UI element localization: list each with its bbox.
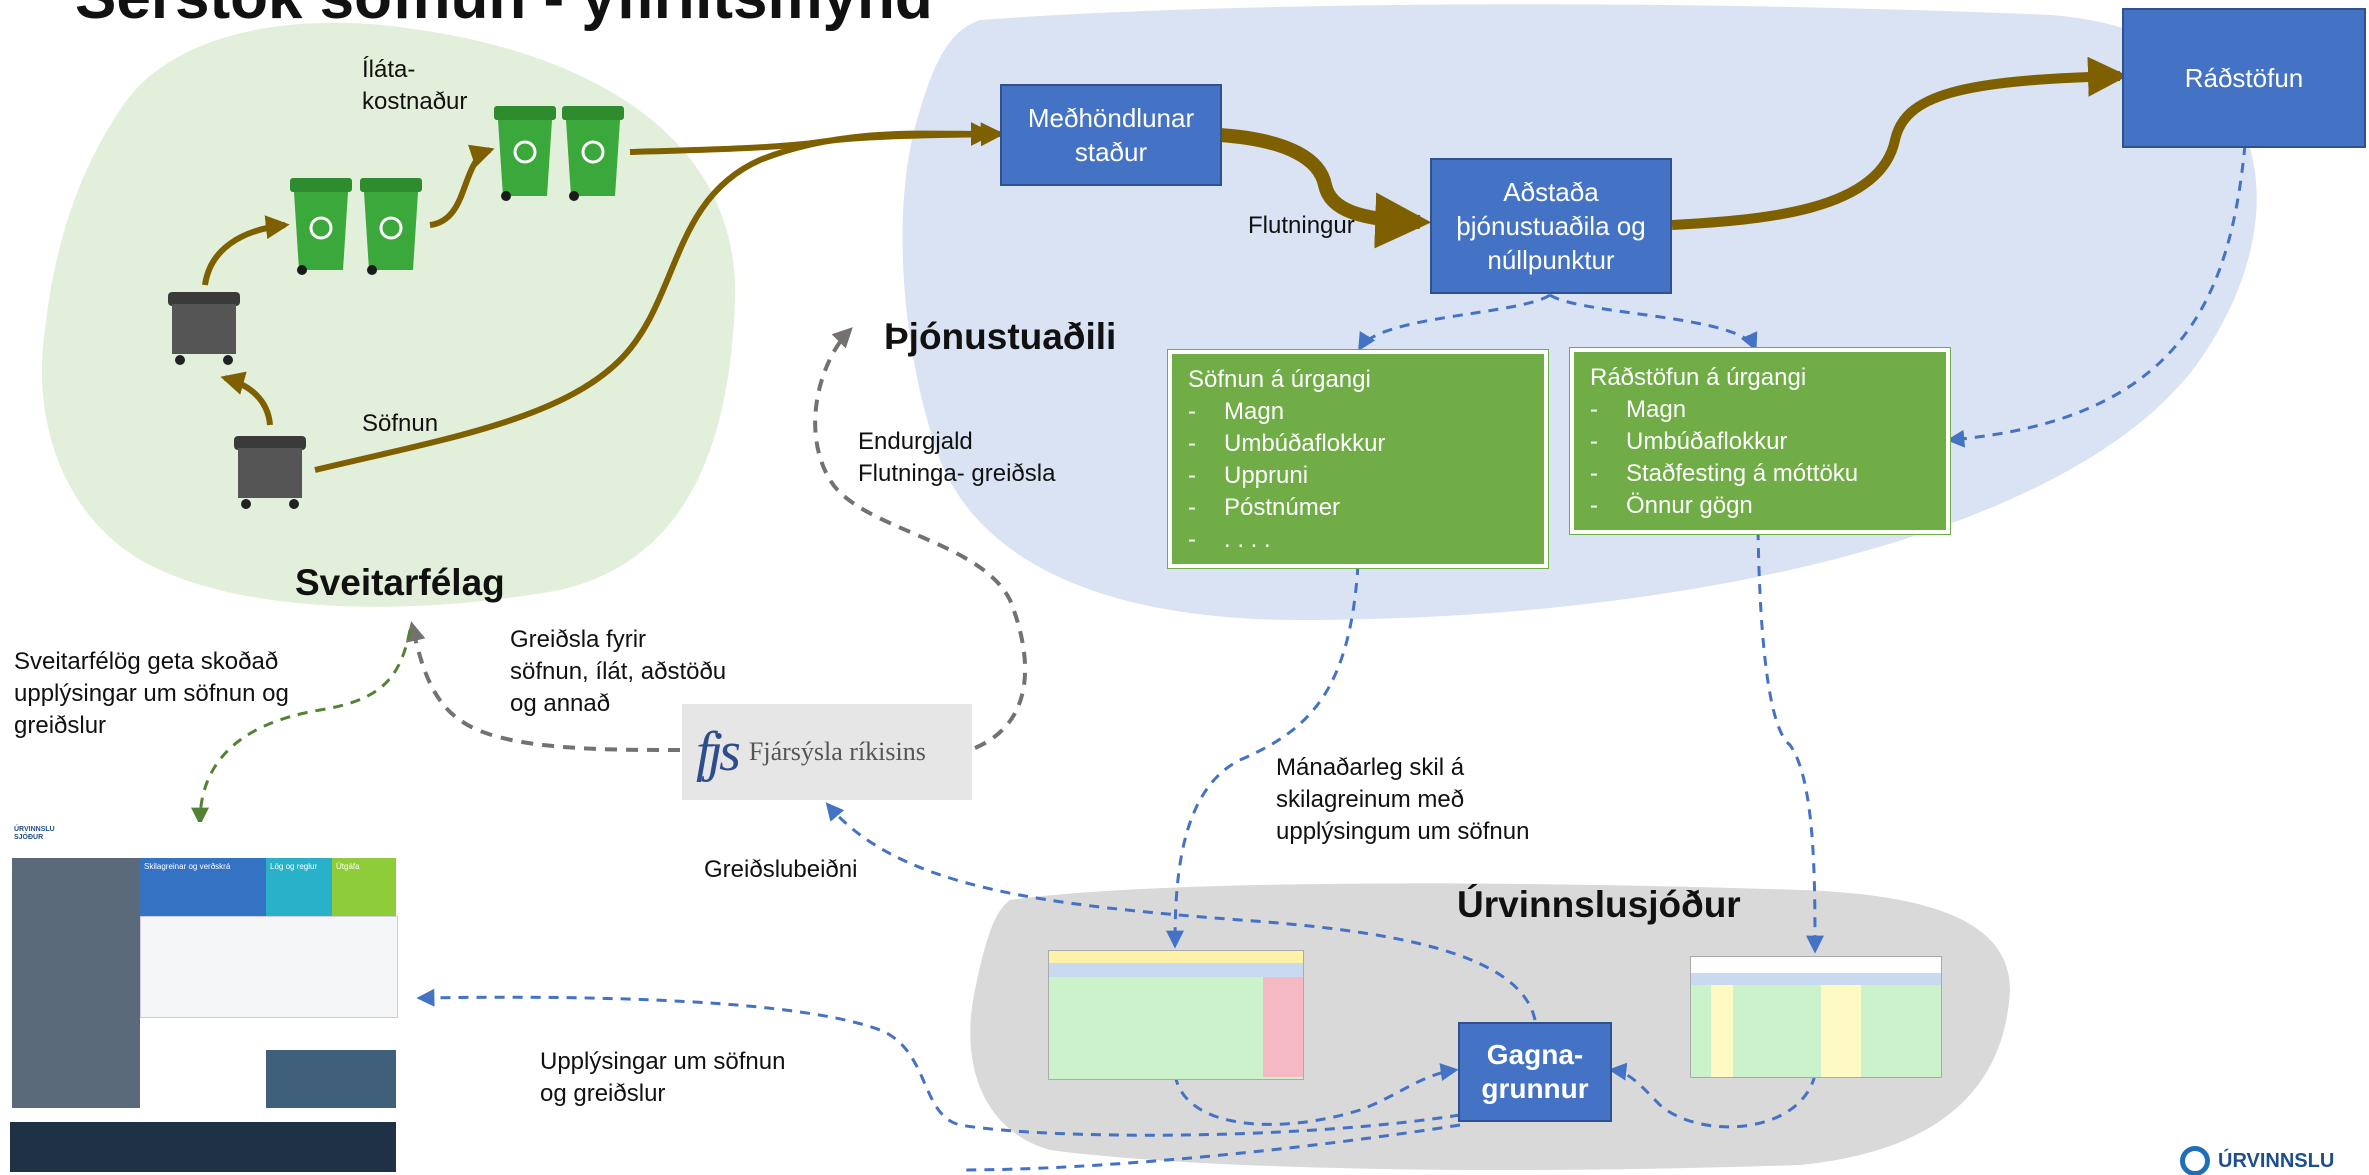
label-reimbursement: Endurgjald Flutninga- greiðsla: [858, 428, 1056, 487]
sheet-highlight-column: [1263, 977, 1303, 1077]
tile-label: Skilagreinar og verðskrá: [144, 862, 231, 871]
dashed-db-to-website: [416, 988, 1461, 1137]
page-title: Sérstök söfnun - yfirlitsmynd: [75, 0, 933, 33]
dashed-fjs-to-municipality: [405, 621, 681, 752]
disposal-list-item: Magn: [1590, 394, 1930, 426]
box-database: Gagna- grunnur: [1458, 1022, 1612, 1122]
dashed-municipality-to-website: [191, 629, 412, 826]
disposal-list-item: Önnur gögn: [1590, 490, 1930, 522]
recycle-bin-icon: [290, 178, 422, 275]
website-header: ÚRVINNSLU SJÓÐUR: [10, 822, 396, 858]
label-collection: Söfnun: [362, 410, 439, 437]
arrow-small-container: [220, 371, 273, 426]
report-spreadsheet-thumbnail: [1048, 950, 1304, 1080]
dashed-website-bottom: [959, 1123, 1461, 1172]
dashed-facility-to-collection: [1358, 293, 1551, 352]
sheet-header-row: [1691, 957, 1941, 973]
website-table: [140, 916, 398, 1018]
sheet-yellow-column: [1821, 985, 1861, 1077]
arrow-container-1-2: [202, 215, 290, 286]
arrow-collection-to-treatment: [314, 121, 995, 473]
label-municipalities-view: Sveitarfélög geta skoðað upplýsingar um …: [14, 648, 289, 739]
arrow-container-2-3: [429, 144, 495, 228]
waste-container-icon: [168, 292, 240, 365]
recycle-bin-icon: [494, 106, 624, 201]
sheet-header-row: [1049, 951, 1303, 963]
dashed-db-to-fjs: [825, 802, 1537, 1021]
disposal-list-box: Ráðstöfun á úrgangi MagnUmbúðaflokkurSta…: [1570, 348, 1950, 534]
label-monthly-returns: Mánaðarleg skil á skilagreinum með upplý…: [1276, 754, 1530, 845]
municipality-region: [41, 22, 736, 607]
corner-logo-mark: [2180, 1146, 2210, 1175]
label-container-cost: Íláta- kostnaður: [362, 56, 468, 115]
tile-label: Útgáfa: [336, 862, 360, 871]
website-hero-image: [12, 858, 140, 1108]
dashed-collection-to-sheet: [1166, 564, 1360, 949]
label-info: Upplýsingar um söfnun og greiðslur: [540, 1048, 786, 1107]
label-payment-for: Greiðsla fyrir söfnun, ílát, aðstöðu og …: [510, 626, 727, 717]
dashed-fjs-to-service-provider: [813, 327, 1028, 750]
collection-list-item: Umbúðaflokkur: [1188, 428, 1528, 460]
box-facility: Aðstaða þjónustuaðila og núllpunktur: [1430, 158, 1672, 294]
label-municipality: Sveitarfélag: [295, 562, 505, 603]
disposal-list-item: Staðfesting á móttöku: [1590, 458, 1930, 490]
sheet-column-headers: [1049, 963, 1303, 977]
corner-logo-text: ÚRVINNSLU: [2218, 1150, 2335, 1172]
disposal-spreadsheet-thumbnail: [1690, 956, 1942, 1078]
collection-list-box: Söfnun á úrgangi MagnUmbúðaflokkurUpprun…: [1168, 350, 1548, 568]
collection-list-item: Uppruni: [1188, 460, 1528, 492]
dashed-disposal-to-sheet: [1756, 529, 1824, 954]
website-tile-forms[interactable]: Skilagreinar og verðskrá: [140, 858, 266, 916]
sheet-yellow-column: [1711, 985, 1733, 1077]
arrow-facility-to-disposal: [1671, 56, 2128, 230]
collection-list-item: Magn: [1188, 396, 1528, 428]
waste-container-icon: [234, 436, 306, 509]
website-tile-laws[interactable]: Lög og reglur: [266, 858, 332, 916]
dashed-sheet2-to-db: [1608, 1062, 1817, 1129]
label-service-provider: Þjónustuaðili: [884, 316, 1117, 357]
collection-list-item: Póstnúmer: [1188, 492, 1528, 524]
dashed-facility-to-disposal: [1549, 293, 1758, 352]
disposal-list-heading: Ráðstöfun á úrgangi: [1590, 364, 1807, 391]
box-disposal: Ráðstöfun: [2122, 8, 2366, 148]
disposal-list-items: MagnUmbúðaflokkurStaðfesting á móttökuÖn…: [1590, 394, 1930, 522]
collection-list-heading: Söfnun á úrgangi: [1188, 366, 1371, 393]
dashed-disposal-to-list: [1946, 144, 2247, 448]
arrow-treatment-to-facility: [1219, 128, 1432, 249]
disposal-list-item: Umbúðaflokkur: [1590, 426, 1930, 458]
label-payment-request: Greiðslubeiðni: [704, 856, 858, 883]
website-logo: ÚRVINNSLU SJÓÐUR: [14, 826, 55, 841]
sheet-column-headers: [1691, 973, 1941, 985]
fjs-logo-mark: fjs: [696, 721, 741, 783]
label-fund: Úrvinnslusjóður: [1457, 884, 1741, 925]
collection-list-items: MagnUmbúðaflokkurUppruniPóstnúmer. . . .: [1188, 396, 1528, 556]
fjs-logo-name: Fjársýsla ríkisins: [748, 737, 926, 766]
label-transport: Flutningur: [1248, 212, 1355, 239]
corner-logo: ÚRVINNSLU: [2176, 1140, 2366, 1175]
website-screenshot: ÚRVINNSLU SJÓÐUR Skilagreinar og verðskr…: [10, 822, 398, 1172]
fjs-logo: fjs Fjársýsla ríkisins: [682, 704, 972, 800]
website-footer: [10, 1122, 396, 1172]
tile-label: Lög og reglur: [270, 862, 318, 871]
website-panel: [266, 1050, 396, 1108]
box-treatment-site: Meðhöndlunar staður: [1000, 84, 1222, 186]
website-tile-publications[interactable]: Útgáfa: [332, 858, 396, 916]
dashed-sheet1-to-db: [1173, 1063, 1459, 1126]
collection-list-item: . . . .: [1188, 524, 1528, 556]
